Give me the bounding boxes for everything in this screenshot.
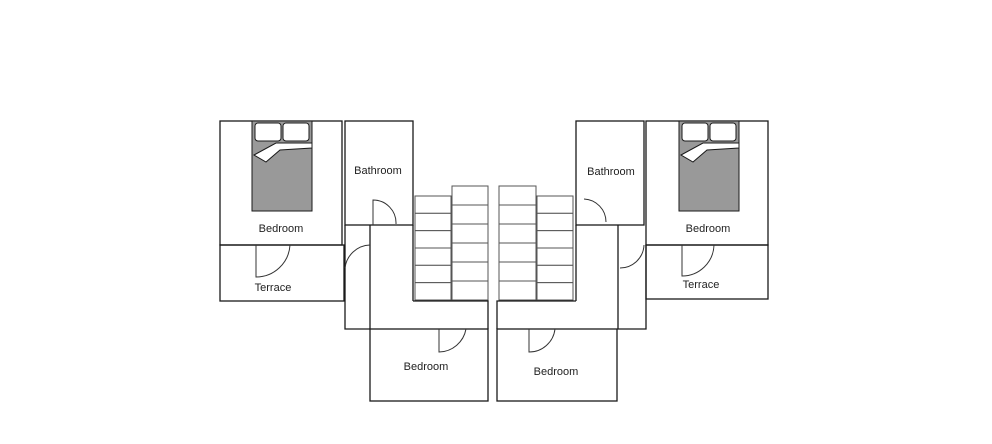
staircase (413, 185, 576, 329)
stair-step (414, 247, 452, 266)
stair-step (498, 223, 537, 244)
terrace-left-room (219, 244, 345, 302)
stair-step (498, 261, 537, 282)
stair-step (414, 195, 452, 214)
corridor-right (575, 225, 647, 330)
stair-step (536, 230, 574, 249)
bed-icon (678, 120, 740, 212)
stair-column-4 (536, 195, 574, 301)
bathroom-left-room (344, 120, 414, 226)
stair-column-3 (498, 185, 537, 301)
bedroom-left-label: Bedroom (259, 223, 304, 235)
door-icon (255, 244, 291, 278)
stair-step (451, 242, 489, 263)
stair-step (498, 242, 537, 263)
door-icon (372, 199, 397, 225)
stair-step (498, 280, 537, 301)
bedroom-right-label: Bedroom (686, 223, 731, 235)
bedroom-bottom-right-label: Bedroom (534, 366, 579, 378)
stair-step (451, 261, 489, 282)
bathroom-right-label: Bathroom (587, 166, 635, 178)
door-icon (583, 198, 607, 223)
stair-step (536, 195, 574, 214)
corridor-left (344, 225, 414, 330)
bedroom-bottom-left-room (369, 328, 489, 402)
stair-step (536, 264, 574, 284)
door-icon (438, 328, 467, 353)
stair-step (451, 185, 489, 206)
right-unit (496, 120, 769, 402)
stair-step (414, 264, 452, 284)
stair-step (451, 223, 489, 244)
terrace-right-label: Terrace (683, 279, 720, 291)
stair-step (498, 204, 537, 225)
stair-step (451, 204, 489, 225)
door-icon (619, 244, 645, 269)
bathroom-right-room (575, 120, 645, 226)
stair-step (414, 230, 452, 249)
door-icon (681, 244, 715, 277)
stair-step (536, 247, 574, 266)
stair-column-2 (451, 185, 489, 301)
stair-step (414, 212, 452, 232)
bed-icon (251, 120, 313, 212)
stair-step (536, 282, 574, 301)
stair-step (536, 212, 574, 232)
bedroom-bottom-left-label: Bedroom (404, 361, 449, 373)
door-icon (344, 244, 371, 269)
stair-column-1 (414, 195, 452, 301)
stair-step (498, 185, 537, 206)
bathroom-left-label: Bathroom (354, 165, 402, 177)
left-unit (219, 120, 489, 402)
stair-step (414, 282, 452, 301)
terrace-left-label: Terrace (255, 282, 292, 294)
bedroom-bottom-right-room (496, 328, 618, 402)
door-icon (528, 328, 556, 353)
stair-step (451, 280, 489, 301)
